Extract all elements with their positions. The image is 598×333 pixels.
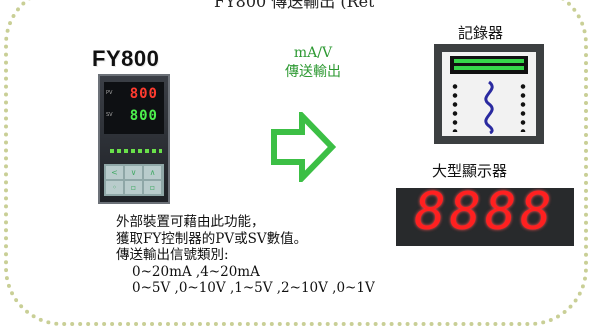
key-up-icon: ∧ [144,166,161,179]
description-line: 傳送輸出信號類別: [116,247,229,263]
pv-tag: PV [106,90,113,96]
title-mask [196,0,392,12]
recorder-device [434,44,544,144]
description-line: 外部裝置可藉由此功能， [116,214,265,230]
right-arrow-icon [271,112,336,182]
sv-value: 800 [129,108,158,124]
output-type-label: mA/V 傳送輸出 [258,44,368,82]
key-mode-icon: ▫ [125,181,142,194]
key-left-icon: < [106,166,123,179]
description-text: 外部裝置可藉由此功能， 獲取FY控制器的PV或SV數值。 傳送輸出信號類別: 0… [116,214,375,297]
recorder-label: 記錄器 [458,24,504,42]
key-enter-icon: ▫ [144,181,161,194]
recorder-dots-right [520,82,526,132]
controller-status-leds [110,149,162,153]
output-signal-text: mA/V [293,45,333,61]
key-down-icon: ∨ [125,166,142,179]
sv-tag: SV [106,112,113,118]
description-line: 獲取FY控制器的PV或SV數值。 [116,230,308,247]
pv-value: 800 [129,86,158,102]
recorder-dots-left [452,82,458,132]
output-function-text: 傳送輸出 [285,64,341,80]
large-display-label: 大型顯示器 [432,162,508,180]
page-title: FY800 傳送輸出 (Retransmission) [214,0,374,9]
large-display-digits: 8888 [414,182,556,242]
controller-model-label: FY800 [92,46,160,71]
signal-voltage-options: 0~5V ,0~10V ,1~5V ,2~10V ,0~1V [132,280,375,296]
recorder-panel [442,52,536,136]
large-display-device: 8888 [396,182,574,246]
recorder-trend-curve [484,80,494,134]
recorder-bargraph [450,56,528,74]
key-set-icon: ◦ [106,181,123,194]
controller-screen: PV 800 SV 800 [104,82,164,134]
signal-current-options: 0~20mA ,4~20mA [132,263,260,280]
controller-keypad: < ∨ ∧ ◦ ▫ ▫ [104,164,164,196]
fy800-controller: PV 800 SV 800 < ∨ ∧ ◦ ▫ ▫ [98,74,170,204]
